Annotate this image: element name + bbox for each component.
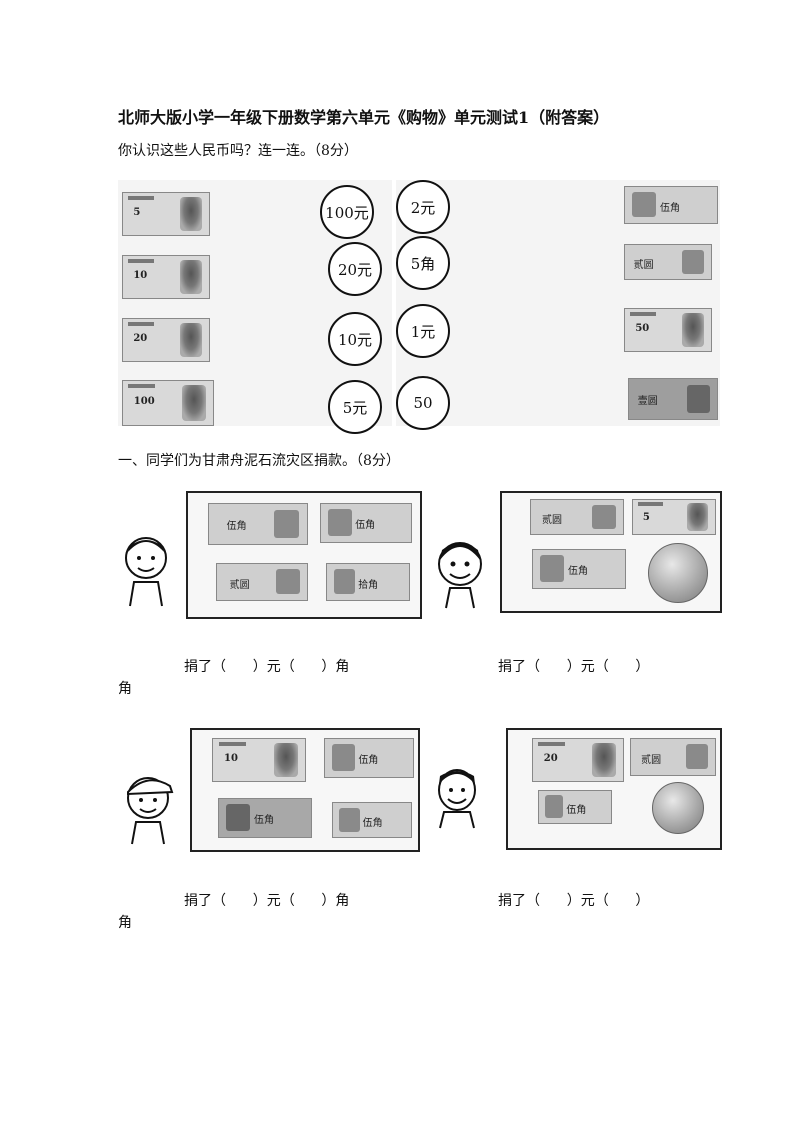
banknote: 伍角 xyxy=(538,790,612,824)
child-illustration-icon xyxy=(127,777,174,845)
child-illustration-icon xyxy=(125,537,167,607)
banknote: 20 xyxy=(532,738,624,782)
answer-line: 捐了（ ）元（ ） xyxy=(498,659,650,675)
value-circle[interactable]: 100元 xyxy=(320,185,374,239)
banknote: 拾角 xyxy=(326,563,410,601)
banknote: 伍角 xyxy=(208,503,308,545)
answer-tail: 角 xyxy=(118,681,132,697)
match-panel-left: 5 10 20 100 100元 20元 10元 5元 xyxy=(118,180,392,434)
banknote: 伍角 xyxy=(218,798,312,838)
answer-tail: 角 xyxy=(118,915,132,931)
banknote: 伍角 xyxy=(320,503,412,543)
answer-line: 捐了（ ）元（ ） xyxy=(498,893,650,909)
banknote: 伍角 xyxy=(324,738,414,778)
banknote: 10 xyxy=(122,255,210,299)
banknote: 贰圆 xyxy=(530,499,624,535)
banknote: 5 xyxy=(632,499,716,535)
value-circle[interactable]: 5元 xyxy=(328,380,382,434)
banknote: 5 xyxy=(122,192,210,236)
value-circle[interactable]: 2元 xyxy=(396,180,450,234)
page-title: 北师大版小学一年级下册数学第六单元《购物》单元测试1（附答案） xyxy=(118,108,610,127)
value-circle[interactable]: 1元 xyxy=(396,304,450,358)
banknote: 10 xyxy=(212,738,306,782)
donation-frame: 20 贰圆 伍角 xyxy=(506,728,722,850)
child-illustration-icon xyxy=(438,542,482,609)
donation-frame: 10 伍角 伍角 伍角 xyxy=(190,728,420,852)
banknote: 20 xyxy=(122,318,210,362)
question-2-text: 一、同学们为甘肃舟泥石流灾区捐款。（8分） xyxy=(118,453,400,469)
coin-icon xyxy=(652,782,704,834)
value-circle[interactable]: 20元 xyxy=(328,242,382,296)
banknote: 100 xyxy=(122,380,214,426)
child-illustration-icon xyxy=(438,769,476,829)
banknote: 50 xyxy=(624,308,712,352)
coin-icon xyxy=(648,543,708,603)
banknote: 伍角 xyxy=(624,186,718,224)
value-circle[interactable]: 10元 xyxy=(328,312,382,366)
banknote: 壹圆 xyxy=(628,378,718,420)
banknote: 伍角 xyxy=(532,549,626,589)
question-1-text: 你认识这些人民币吗？连一连。（8分） xyxy=(118,143,358,159)
banknote: 贰圆 xyxy=(630,738,716,776)
value-circle[interactable]: 5角 xyxy=(396,236,450,290)
answer-line: 捐了（ ）元（ ）角 xyxy=(184,659,350,675)
banknote: 伍角 xyxy=(332,802,412,838)
match-panel-right: 2元 5角 1元 50 伍角 贰圆 50 壹圆 xyxy=(396,180,720,430)
answer-line: 捐了（ ）元（ ）角 xyxy=(184,893,350,909)
banknote: 贰圆 xyxy=(216,563,308,601)
donation-frame: 贰圆 5 伍角 xyxy=(500,491,722,613)
donation-frame: 伍角 伍角 贰圆 拾角 xyxy=(186,491,422,619)
banknote: 贰圆 xyxy=(624,244,712,280)
value-circle[interactable]: 50 xyxy=(396,376,450,430)
